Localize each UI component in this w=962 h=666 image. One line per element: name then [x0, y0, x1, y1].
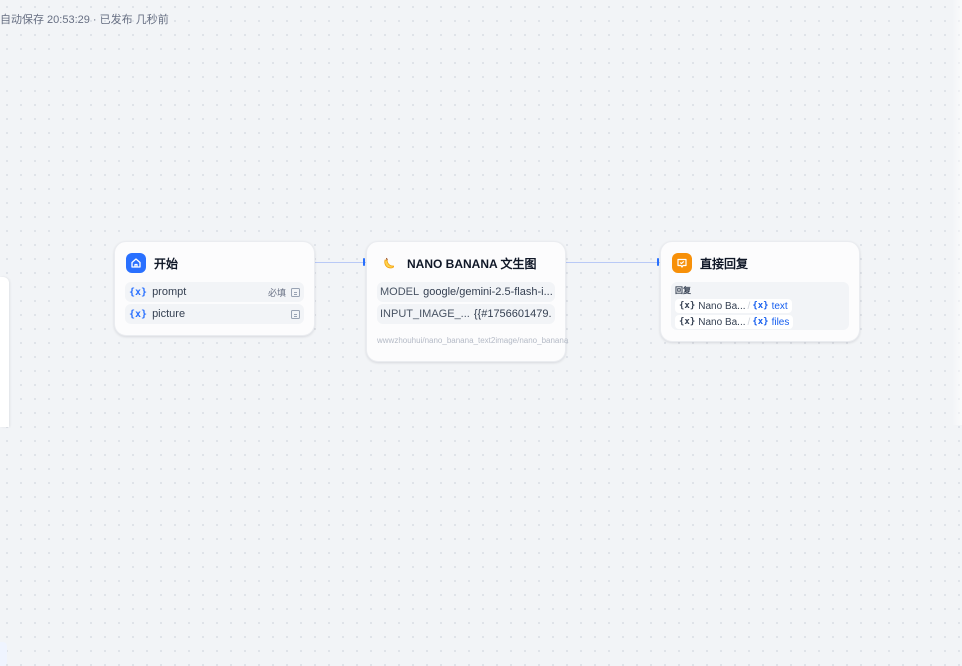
param-label: MODEL [380, 286, 420, 298]
param-value: {{#1756601479... [473, 308, 552, 320]
start-node[interactable]: 开始 {x} prompt 必填 {x} picture [114, 241, 315, 336]
variable-icon: {x} [129, 308, 148, 320]
variable-name: picture [152, 308, 186, 320]
param-value: google/gemini-2.5-flash-i... [423, 286, 552, 298]
banana-icon [379, 253, 399, 273]
reference-node-name: Nano Ba... [698, 316, 746, 328]
answer-node-title: 直接回复 [700, 256, 749, 271]
reply-icon [672, 253, 692, 273]
required-badge: 必填 [267, 287, 286, 298]
answer-node-header: 直接回复 [661, 242, 859, 280]
reference-separator: / [747, 316, 751, 328]
variable-icon: {x} [752, 301, 769, 311]
reference-variable-name: files [771, 316, 790, 328]
start-node-header: 开始 [115, 242, 314, 280]
reply-reference: {x} Nano Ba... / {x} files [675, 314, 845, 330]
home-icon [126, 253, 146, 273]
answer-input-handle[interactable] [657, 258, 659, 266]
file-type-icon [291, 309, 300, 319]
variable-reference-chip: {x} Nano Ba... / {x} files [675, 315, 794, 329]
variable-icon: {x} [679, 301, 696, 311]
variable-icon: {x} [129, 286, 148, 298]
start-node-title: 开始 [154, 256, 179, 271]
reference-separator: / [747, 300, 751, 312]
save-status: 自动保存 20:53:29 · 已发布 几秒前 [0, 14, 169, 26]
nano-node-header: NANO BANANA 文生图 [367, 242, 565, 280]
start-variable-row[interactable]: {x} prompt 必填 [125, 282, 304, 302]
canvas-edge [952, 0, 962, 425]
variable-icon: {x} [752, 317, 769, 327]
reply-label: 回复 [675, 286, 691, 295]
variable-icon: {x} [679, 317, 696, 327]
variable-name: prompt [152, 286, 187, 298]
nano-node-title: NANO BANANA 文生图 [407, 256, 537, 271]
nano-input-handle[interactable] [363, 258, 365, 266]
reply-content-box[interactable]: 回复 {x} Nano Ba... / {x} text {x} Nano Ba… [671, 282, 849, 330]
reference-variable-name: text [771, 300, 788, 312]
edge-nano-answer [564, 262, 660, 263]
answer-node[interactable]: 直接回复 回复 {x} Nano Ba... / {x} text {x} Na… [660, 241, 860, 342]
text-type-icon [291, 287, 300, 297]
reply-reference: {x} Nano Ba... / {x} text [675, 298, 845, 314]
reference-node-name: Nano Ba... [698, 300, 746, 312]
left-panel[interactable] [0, 277, 9, 666]
variable-reference-chip: {x} Nano Ba... / {x} text [675, 299, 792, 313]
plugin-path: wwwzhouhui/nano_banana_text2image/nano_b… [377, 336, 569, 345]
nano-banana-node[interactable]: NANO BANANA 文生图 MODEL google/gemini-2.5-… [366, 241, 569, 362]
start-variable-row[interactable]: {x} picture [125, 304, 304, 324]
left-panel-active-item[interactable] [0, 642, 7, 666]
nano-param-row[interactable]: MODEL google/gemini-2.5-flash-i... [377, 282, 555, 302]
param-label: INPUT_IMAGE_... [380, 308, 470, 320]
nano-param-row[interactable]: INPUT_IMAGE_... {{#1756601479... [377, 304, 555, 324]
edge-start-nano [313, 262, 366, 263]
